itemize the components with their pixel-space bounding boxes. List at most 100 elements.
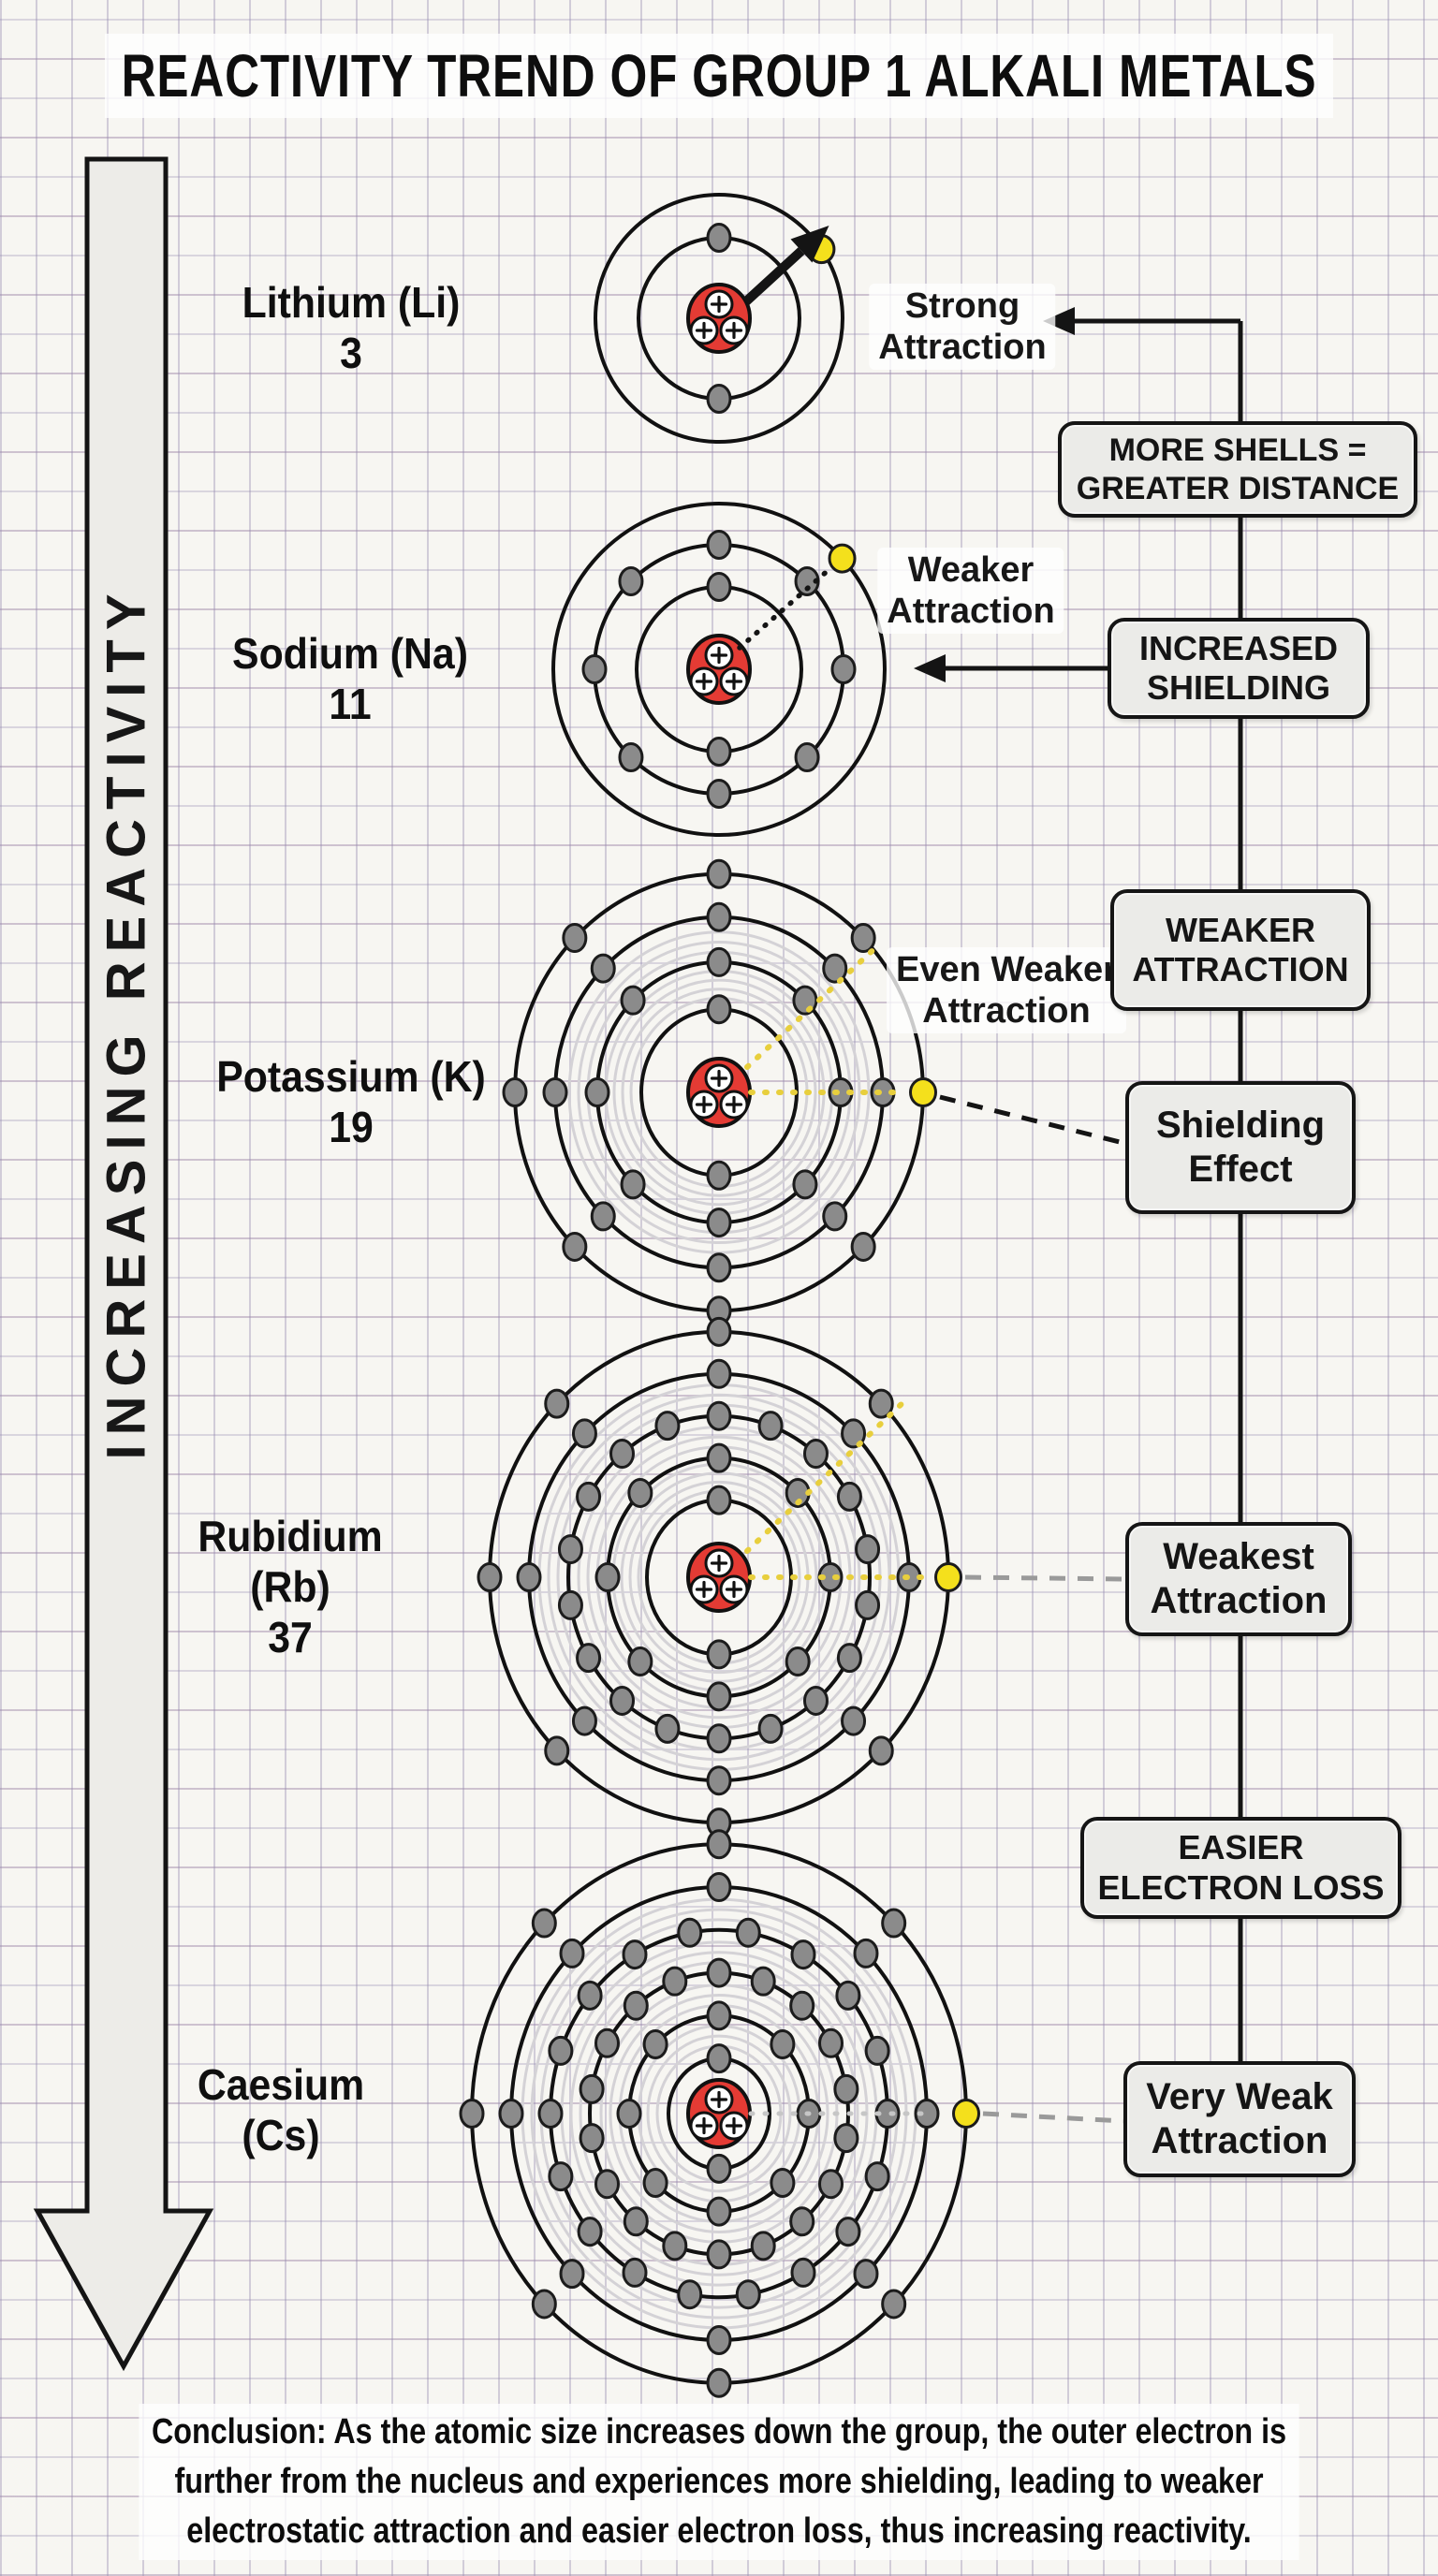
atom-caesium bbox=[459, 1829, 980, 2398]
element-label-line: 37 bbox=[268, 1613, 313, 1661]
side-box-line: SHIELDING bbox=[1146, 668, 1330, 707]
conclusion-line: further from the nucleus and experiences… bbox=[174, 2462, 1264, 2501]
electron bbox=[562, 1231, 588, 1262]
side-box-line: WEAKER bbox=[1166, 910, 1315, 949]
electron bbox=[459, 2099, 485, 2129]
attraction-label-line: Attraction bbox=[887, 592, 1055, 631]
element-label-caesium: Caesium(Cs) bbox=[198, 2059, 364, 2160]
electron bbox=[477, 1562, 503, 1592]
electron bbox=[735, 1917, 761, 1948]
electron bbox=[864, 2035, 890, 2066]
side-box-line: Very Weak bbox=[1146, 2075, 1333, 2117]
element-label-line: (Rb) bbox=[250, 1562, 330, 1611]
electron bbox=[502, 1077, 528, 1107]
electron bbox=[706, 1765, 732, 1796]
electron bbox=[623, 2206, 649, 2237]
electron bbox=[620, 985, 646, 1016]
electron bbox=[706, 530, 732, 560]
attraction-label-line: Attraction bbox=[878, 328, 1047, 367]
electron bbox=[590, 1201, 616, 1232]
element-label-line: 19 bbox=[329, 1103, 374, 1151]
electron bbox=[706, 1400, 732, 1431]
rubidium-weakest-dash bbox=[964, 1574, 1126, 1582]
electron bbox=[576, 1643, 602, 1674]
electron bbox=[833, 2073, 859, 2104]
electron bbox=[706, 994, 732, 1025]
conclusion-text: Conclusion: As the atomic size increases… bbox=[139, 2404, 1299, 2560]
element-label-line: Sodium (Na) bbox=[232, 629, 468, 678]
electron bbox=[830, 654, 857, 684]
electron bbox=[706, 2043, 732, 2074]
electron bbox=[789, 1990, 815, 2021]
atom-sodium bbox=[551, 502, 887, 837]
electron bbox=[706, 1485, 732, 1515]
electron bbox=[498, 2099, 524, 2129]
sodium-pull-dotted bbox=[737, 566, 832, 651]
side-box-line: Attraction bbox=[1150, 1580, 1328, 1621]
shielding-ring bbox=[621, 988, 817, 1197]
page-title: REACTIVITY TREND OF GROUP 1 ALKALI METAL… bbox=[104, 34, 1334, 118]
electron bbox=[706, 858, 732, 889]
electron bbox=[706, 223, 732, 253]
element-label-line: 3 bbox=[340, 329, 362, 377]
electron bbox=[559, 2259, 585, 2290]
electron bbox=[627, 1647, 653, 1677]
element-label-potassium: Potassium (K)19 bbox=[216, 1051, 486, 1152]
electron bbox=[706, 2196, 732, 2227]
electron bbox=[706, 1829, 732, 1860]
electron bbox=[864, 2161, 890, 2192]
element-label-sodium: Sodium (Na)11 bbox=[232, 628, 468, 729]
electron bbox=[622, 2257, 648, 2288]
electron bbox=[620, 1169, 646, 1200]
increasing-reactivity-arrow bbox=[33, 156, 214, 2372]
electron bbox=[537, 2099, 564, 2129]
side-box-line: ATTRACTION bbox=[1132, 950, 1349, 988]
electron bbox=[868, 1735, 894, 1766]
shielding-ring bbox=[567, 930, 871, 1254]
electron bbox=[531, 2289, 557, 2320]
electron bbox=[706, 1208, 732, 1238]
electron bbox=[677, 1917, 703, 1948]
attraction-label-line: Strong bbox=[904, 286, 1020, 326]
electron bbox=[850, 1231, 876, 1262]
electron bbox=[855, 1534, 881, 1565]
electron bbox=[594, 2169, 620, 2200]
electron bbox=[770, 2167, 796, 2198]
element-label-line: (Cs) bbox=[242, 2111, 320, 2159]
electron bbox=[706, 901, 732, 932]
increasing-reactivity-label: INCREASING REACTIVITY bbox=[95, 584, 157, 1460]
electron bbox=[571, 1418, 597, 1449]
electron bbox=[757, 1411, 784, 1442]
element-label-lithium: Lithium (Li)3 bbox=[242, 277, 461, 378]
electron bbox=[706, 1252, 732, 1283]
electron bbox=[559, 1938, 585, 1969]
electron bbox=[706, 2239, 732, 2270]
electron bbox=[789, 2206, 815, 2237]
attraction-label-line: Attraction bbox=[922, 991, 1091, 1031]
electron bbox=[531, 1908, 557, 1939]
electron bbox=[622, 1939, 648, 1970]
side-box-line: Weakest bbox=[1163, 1535, 1314, 1577]
electron bbox=[706, 572, 732, 602]
electron bbox=[881, 1908, 907, 1939]
element-label-line: Potassium (K) bbox=[216, 1052, 486, 1101]
shielding-ring bbox=[620, 1471, 818, 1683]
electron bbox=[594, 2027, 620, 2058]
electron bbox=[706, 1358, 732, 1389]
electron bbox=[818, 2169, 844, 2200]
electron bbox=[706, 737, 732, 767]
electron bbox=[548, 2161, 574, 2192]
arrowhead bbox=[914, 654, 946, 682]
electron bbox=[841, 1705, 867, 1736]
electron bbox=[750, 1966, 776, 1997]
lithium-pull-arrow bbox=[742, 247, 805, 305]
electron bbox=[706, 2153, 732, 2184]
electron bbox=[627, 1477, 653, 1508]
electron bbox=[853, 1938, 879, 1969]
potassium-diagonal-dotted bbox=[744, 941, 883, 1070]
electron bbox=[584, 1077, 610, 1107]
outer-electron bbox=[909, 1077, 937, 1107]
